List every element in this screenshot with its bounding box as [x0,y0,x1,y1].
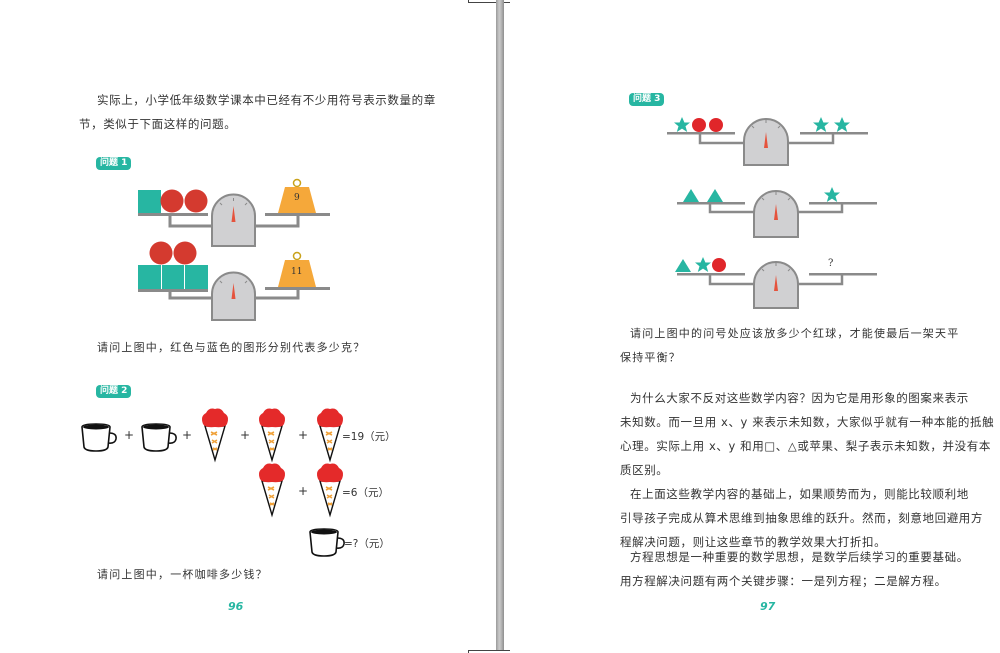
paragraph-2-line-3: 程解决问题，则让这些章节的教学效果大打折扣。 [620,535,887,549]
problem-2-question: 请问上图中，一杯咖啡多少钱？ [97,568,268,581]
unknown-question-mark: ? [828,258,834,269]
problem-3-question-line-1: 请问上图中的问号处应该放多少个红球，才能使最后一架天平 [630,327,960,340]
equation-1-result: =19（元） [342,431,396,443]
problem-3-question-line-2: 保持平衡？ [620,351,681,364]
problem-3-badge: 问题 3 [629,93,665,106]
problem-1-question: 请问上图中，红色与蓝色的图形分别代表多少克？ [97,341,366,354]
book-spine [468,0,532,653]
spine-bar [496,0,504,653]
equation-3-result: =?（元） [344,538,390,550]
equation-2-result: =6（元） [342,487,389,499]
left-page: 实际上，小学低年级数学课本中已经有不少用符号表示数量的章 节，类似于下面这样的问… [0,0,490,653]
page-number-right: 97 [760,600,776,613]
paragraph-2-line-2: 引导孩子完成从算术思维到抽象思维的跃升。然而，刻意地回避用方 [620,511,983,525]
intro-line-2: 节，类似于下面这样的问题。 [79,117,237,131]
balance-scale-2 [138,241,330,321]
problem-3-scales [667,117,877,309]
right-page: 问题 3 [510,0,1000,653]
plus-sign: + [298,484,309,498]
problem-2-badge: 问题 2 [96,385,132,398]
intro-line-1: 实际上，小学低年级数学课本中已经有不少用符号表示数量的章 [97,93,436,107]
plus-sign: + [182,428,193,442]
paragraph-3-line-2: 用方程解决问题有两个关键步骤：一是列方程；二是解方程。 [620,574,947,588]
problem-2-illustration [81,407,345,557]
problem-1-badge: 问题 1 [96,157,132,170]
balance-scale-1 [138,178,330,247]
page-number-left: 96 [228,600,244,613]
paragraph-1-line-1: 为什么大家不反对这些数学内容？因为它是用形象的图案来表示 [630,391,969,405]
weight-label-11: 11 [291,267,303,277]
plus-sign: + [124,428,135,442]
paragraph-1-line-4: 质区别。 [620,463,669,477]
weight-label-9: 9 [294,193,300,203]
paragraph-2-line-1: 在上面这些教学内容的基础上，如果顺势而为，则能比较顺利地 [630,487,969,501]
plus-sign: + [240,428,251,442]
paragraph-1-line-3: 心理。实际上用 x、y 和用□、△或苹果、梨子表示未知数，并没有本 [620,439,991,453]
paragraph-1-line-2: 未知数。而一旦用 x、y 来表示未知数，大家似乎就有一种本能的抵触 [620,415,995,429]
plus-sign: + [298,428,309,442]
paragraph-3-line-1: 方程思想是一种重要的数学思想，是数学后续学习的重要基础。 [630,550,969,564]
